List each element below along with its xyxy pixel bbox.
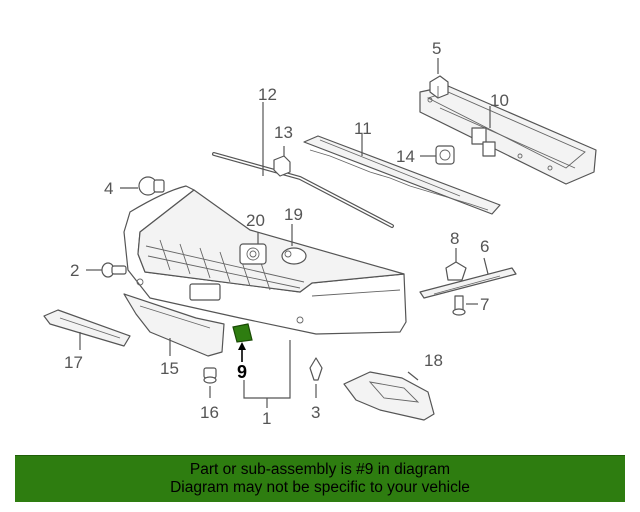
part-7-fastener	[452, 295, 466, 316]
callout-9: 9	[237, 362, 247, 382]
callout-8: 8	[450, 229, 459, 248]
part-16-clip	[203, 367, 217, 384]
callout-11: 11	[354, 119, 372, 138]
banner-disclaimer-line: Diagram may not be specific to your vehi…	[170, 479, 470, 496]
callout-5: 5	[432, 39, 441, 58]
part-17-step-pad	[43, 309, 131, 347]
part-20-sensor-housing	[239, 243, 267, 265]
part-3-push-pin	[309, 357, 323, 381]
part-6-bracket	[419, 267, 517, 299]
callout-16: 16	[200, 403, 219, 422]
part-8-clip	[445, 261, 467, 281]
callout-13: 13	[274, 123, 293, 142]
callout-20: 20	[246, 211, 265, 230]
info-banner: Part or sub-assembly is #9 in diagram Di…	[15, 455, 625, 502]
leader-lines	[79, 58, 491, 408]
part-5-bracket	[429, 75, 449, 99]
callout-3: 3	[311, 403, 320, 422]
callout-2: 2	[70, 261, 79, 280]
part-1-bumper-fascia	[123, 185, 407, 335]
part-11-energy-absorber	[303, 135, 501, 215]
part-12-trim-strip	[212, 152, 394, 228]
part-2-bolt	[101, 262, 127, 278]
callout-6: 6	[480, 237, 489, 256]
callout-17: 17	[64, 353, 83, 372]
part-18-lamp-housing	[343, 371, 435, 421]
callout-12: 12	[258, 85, 277, 104]
callout-4: 4	[104, 179, 113, 198]
callout-15: 15	[160, 359, 179, 378]
parts-diagram: 5 12 10 13 11 14 4 20 19 8 6 2 7 17 15 1…	[43, 39, 597, 428]
callout-18: 18	[424, 351, 443, 370]
part-19-sensor	[281, 247, 307, 265]
banner-part-line: Part or sub-assembly is #9 in diagram	[189, 461, 451, 478]
callout-1: 1	[262, 409, 271, 428]
part-4-push-pin	[138, 176, 165, 196]
callout-14: 14	[396, 147, 415, 166]
callout-7: 7	[480, 295, 489, 314]
part-14-sensor	[435, 145, 455, 165]
part-13-clip	[273, 155, 291, 177]
callout-19: 19	[284, 205, 303, 224]
callout-10: 10	[490, 91, 509, 110]
part-15-lower-valance	[123, 293, 225, 357]
part-9-reflector	[232, 323, 253, 343]
